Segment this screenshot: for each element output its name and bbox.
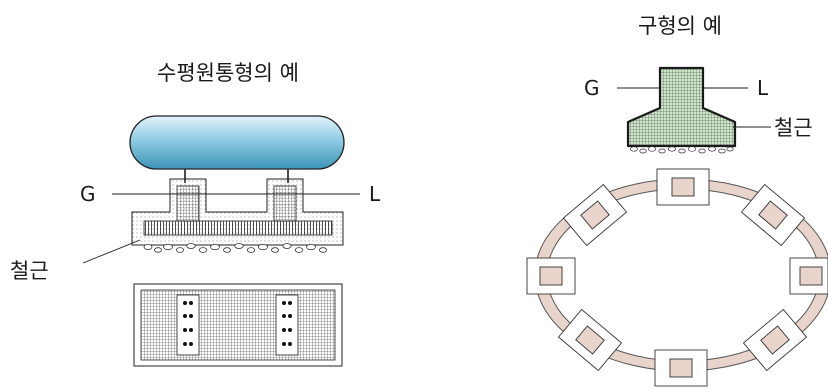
left-label-g: G xyxy=(80,182,96,206)
right-label-rebar: 철근 xyxy=(774,116,813,140)
gravel-bed-right xyxy=(630,146,734,154)
pad-top-left xyxy=(562,183,628,247)
horizontal-cylinder-tank xyxy=(129,115,345,170)
left-title: 수평원통형의 예 xyxy=(157,61,299,85)
right-title: 구형의 예 xyxy=(638,14,722,38)
mat-rebar xyxy=(143,220,333,236)
pedestal-rebar-left xyxy=(176,185,200,222)
column-footing xyxy=(626,66,737,148)
plan-view-pier-left xyxy=(176,294,200,356)
pedestal-rebar-right xyxy=(273,185,297,222)
pad-top-right xyxy=(740,183,806,247)
right-label-l: L xyxy=(757,76,769,100)
pad-left xyxy=(526,257,576,295)
anchor-bolts-left xyxy=(183,301,193,346)
left-label-l: L xyxy=(369,182,381,206)
pad-bottom xyxy=(654,349,708,387)
anchor-bolts-right xyxy=(282,301,292,346)
plan-view-pier-right xyxy=(275,294,299,356)
left-label-rebar: 철근 xyxy=(10,259,49,283)
rebar-leader-left xyxy=(82,239,141,264)
pad-right xyxy=(789,257,828,295)
horizontal-tank-example: 수평원통형의 예 G L 철근 xyxy=(10,61,381,367)
gravel-bed-left xyxy=(143,243,327,253)
spherical-tank-example: 구형의 예 G L 철근 xyxy=(526,14,828,387)
pad-bottom-right xyxy=(742,308,808,372)
right-label-g: G xyxy=(584,76,600,100)
plan-view-rebar-mesh xyxy=(140,289,336,361)
pad-bottom-left xyxy=(557,308,623,372)
pad-top xyxy=(656,168,710,206)
